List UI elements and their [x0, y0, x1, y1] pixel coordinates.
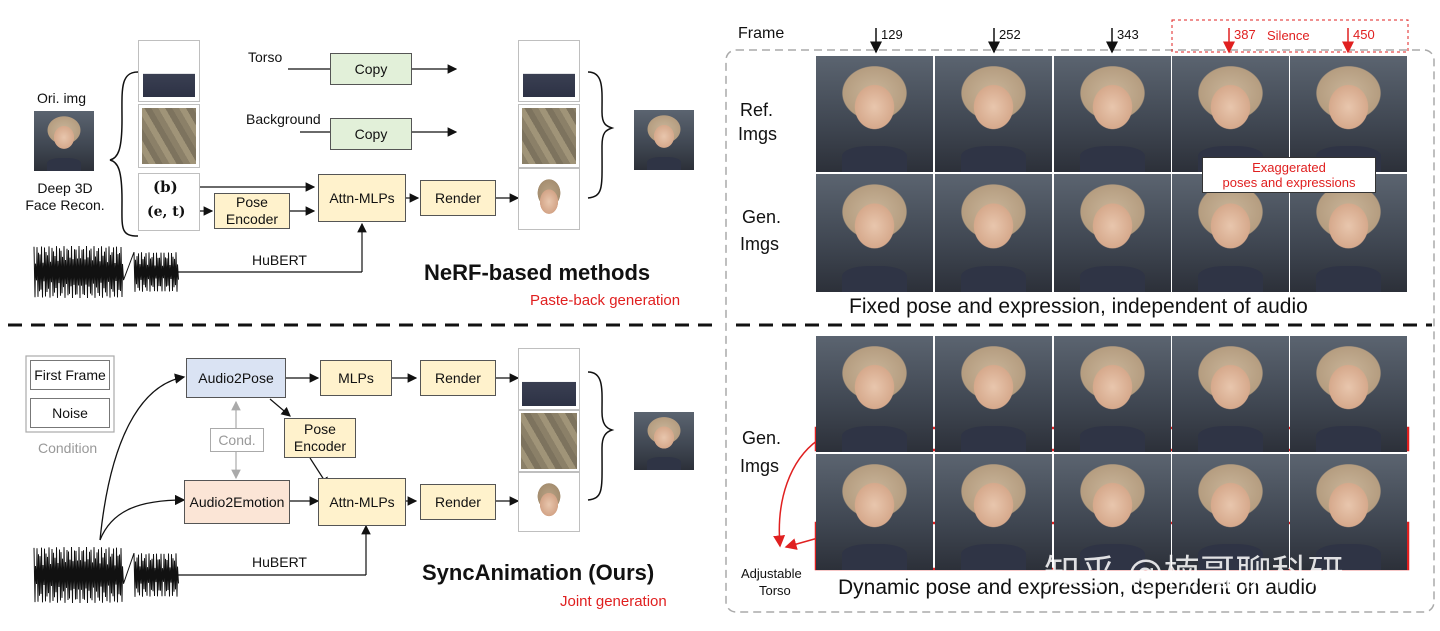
gen-image-bottom-b-2 — [935, 454, 1052, 570]
torso-input-frame — [138, 40, 200, 102]
adjustable-label-2: Torso — [759, 583, 791, 598]
frame-label: Frame — [738, 25, 785, 42]
silence-label: Silence — [1267, 28, 1310, 43]
adjustable-label-1: Adjustable — [741, 566, 802, 581]
right-brace-bottom — [587, 371, 615, 501]
right-brace-top — [587, 71, 615, 199]
ori-img-label: Ori. img — [37, 90, 86, 106]
nerf-title: NeRF-based methods — [424, 260, 651, 285]
gen-image-bottom-a-3 — [1054, 336, 1171, 452]
gen-image-top-4 — [1172, 174, 1289, 292]
coeff-frame: (b) (e, t) — [138, 173, 200, 231]
watermark: 知乎 @楠哥聊科研 — [1044, 553, 1344, 594]
ref-image-3 — [1054, 56, 1171, 172]
copy-block-torso: Copy — [330, 53, 412, 85]
gen-image-top-3 — [1054, 174, 1171, 292]
ref-image-1 — [816, 56, 933, 172]
results-frame — [725, 49, 1435, 613]
left-brace-top — [109, 71, 139, 237]
first-frame-box: First Frame — [30, 360, 110, 390]
gen-image-bottom-b-4 — [1172, 454, 1289, 570]
face-gen-frame — [518, 472, 580, 532]
attn-mlps-top: Attn-MLPs — [318, 174, 406, 222]
mlps-block: MLPs — [320, 360, 392, 396]
caption-bottom: Dynamic pose and expression, dependent o… — [838, 576, 1317, 599]
gen-image-bottom-a-4 — [1172, 336, 1289, 452]
frame-129: 129 — [881, 27, 903, 42]
result-image-top — [634, 110, 694, 170]
render-top: Render — [420, 180, 496, 216]
frame-252: 252 — [999, 27, 1021, 42]
ref-imgs-label-2: Imgs — [738, 124, 778, 144]
gen-image-bottom-a-2 — [935, 336, 1052, 452]
noise-box: Noise — [30, 398, 110, 428]
gen-image-bottom-b-1 — [816, 454, 933, 570]
gen-image-bottom-b-5 — [1290, 454, 1407, 570]
gen-imgs-bottom-label-1: Gen. — [742, 428, 782, 448]
ref-image-2 — [935, 56, 1052, 172]
audio2emotion-block: Audio2Emotion — [184, 480, 290, 524]
background-output-frame — [518, 104, 580, 168]
torso-label: Torso — [248, 49, 283, 65]
audio-waveform-top — [33, 245, 179, 299]
ref-image-4 — [1172, 56, 1289, 172]
audio2pose-block: Audio2Pose — [186, 358, 286, 398]
nerf-subtitle: Paste-back generation — [530, 292, 681, 309]
result-image-bottom — [634, 412, 694, 470]
frame-387: 387 — [1234, 27, 1256, 42]
sync-title: SyncAnimation (Ours) — [422, 560, 655, 585]
deep3d-label-1: Deep 3D — [37, 180, 93, 196]
gen-image-bottom-b-3 — [1054, 454, 1171, 570]
gen-image-bottom-a-1 — [816, 336, 933, 452]
background-input-frame — [138, 104, 200, 168]
background-gen-frame — [518, 410, 580, 472]
attn-mlps-bottom: Attn-MLPs — [318, 478, 406, 526]
original-image — [34, 111, 94, 171]
gen-image-top-2 — [935, 174, 1052, 292]
silence-box — [1171, 19, 1409, 53]
et-symbol: (e, t) — [147, 204, 186, 220]
gen-imgs-bottom-label-2: Imgs — [740, 456, 780, 476]
hubert-label-bottom: HuBERT — [252, 554, 307, 570]
cond-box: Cond. — [210, 428, 264, 452]
render-bottom-2: Render — [420, 484, 496, 520]
gen-imgs-label-1: Gen. — [742, 207, 782, 227]
gen-imgs-label-2: Imgs — [740, 234, 780, 254]
hubert-label-top: HuBERT — [252, 252, 307, 268]
gen-image-top-1 — [816, 174, 933, 292]
deep3d-label-2: Face Recon. — [25, 197, 105, 213]
condition-label: Condition — [38, 440, 98, 456]
audio-waveform-bottom — [33, 546, 179, 604]
b-symbol: (b) — [153, 178, 178, 196]
gen-image-bottom-a-5 — [1290, 336, 1407, 452]
frame-450: 450 — [1353, 27, 1375, 42]
render-bottom-1: Render — [420, 360, 496, 396]
frame-343: 343 — [1117, 27, 1139, 42]
copy-block-background: Copy — [330, 118, 412, 150]
gen-image-top-5 — [1290, 174, 1407, 292]
background-label: Background — [246, 111, 321, 127]
ref-image-5 — [1290, 56, 1407, 172]
ref-imgs-label-1: Ref. — [740, 100, 774, 120]
torso-gen-frame — [518, 348, 580, 410]
sync-subtitle: Joint generation — [560, 593, 667, 610]
caption-top: Fixed pose and expression, independent o… — [849, 295, 1308, 318]
torso-output-frame — [518, 40, 580, 102]
face-output-frame — [518, 168, 580, 230]
